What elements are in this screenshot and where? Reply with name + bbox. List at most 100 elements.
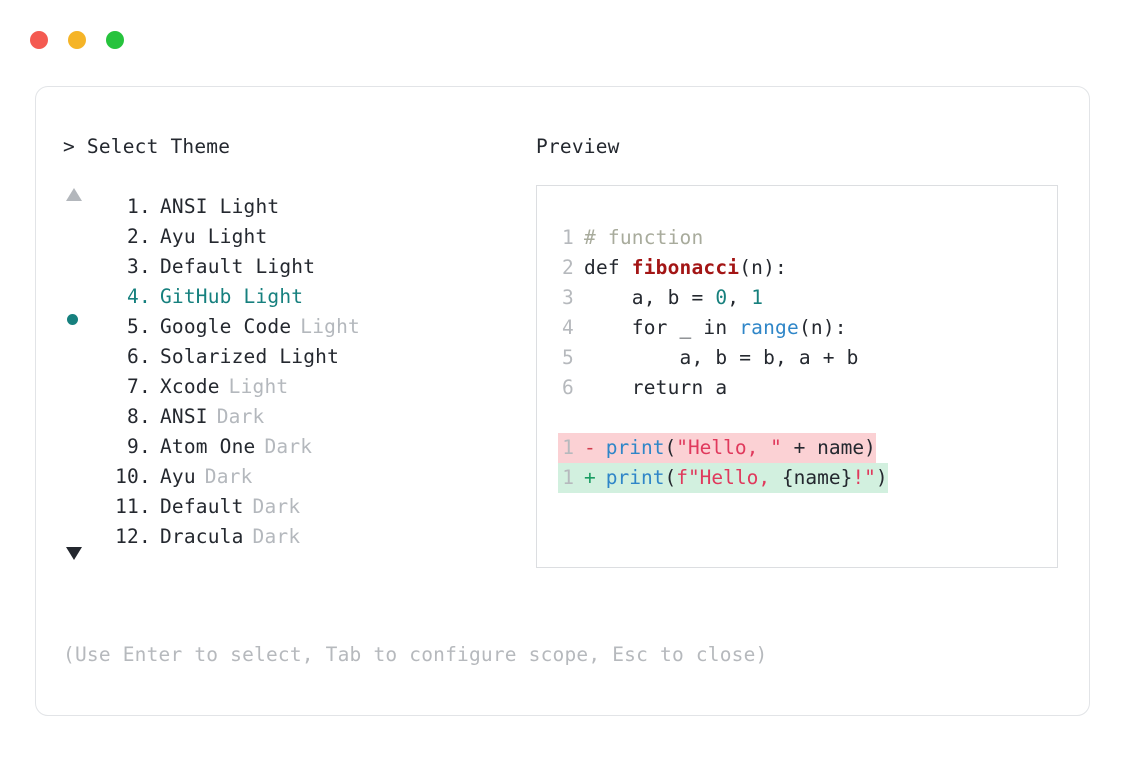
line-number: 5 <box>562 346 574 369</box>
theme-item-dot: . <box>139 495 151 518</box>
theme-item-name: Solarized Light <box>159 345 340 368</box>
maximize-icon[interactable] <box>106 31 124 49</box>
window-traffic-lights <box>30 31 124 49</box>
theme-item-number: 4 <box>127 285 139 308</box>
preview-heading: Preview <box>536 135 620 158</box>
code-token: "Hello, " <box>676 436 782 459</box>
code-token: ( <box>664 436 677 459</box>
code-token: {name} <box>781 466 853 489</box>
selected-dot-icon <box>67 314 78 325</box>
theme-item-dot: . <box>139 225 151 248</box>
code-token: return a <box>584 376 728 399</box>
theme-item-number: 5 <box>127 315 139 338</box>
line-number: 3 <box>562 286 574 309</box>
theme-item-variant: Dark <box>264 435 313 458</box>
theme-item-name: Default Light <box>159 255 316 278</box>
theme-item-number: 3 <box>127 255 139 278</box>
line-number: 1 <box>562 436 574 459</box>
theme-item-dot: . <box>139 435 151 458</box>
code-token: # function <box>584 226 704 249</box>
diff-highlight: 1-print("Hello, " + name) <box>558 433 876 463</box>
diff-sign: - <box>584 436 596 459</box>
code-token: print <box>605 466 665 489</box>
theme-item-dot: . <box>139 405 151 428</box>
code-line: 1# function <box>558 223 888 253</box>
code-token: ( <box>664 466 677 489</box>
diff-sign: + <box>584 466 596 489</box>
theme-list-item[interactable]: 10. Ayu Dark <box>63 462 523 492</box>
code-token: (n): <box>739 256 787 279</box>
code-token: , <box>727 286 752 309</box>
theme-item-number: 12 <box>115 525 139 548</box>
scroll-up-arrow[interactable] <box>63 160 523 201</box>
diff-line-add: 1+print(f"Hello, {name}!") <box>558 463 888 493</box>
theme-selector-column: > Select Theme 1.ANSI Light 2. Ayu Light 3.… <box>63 134 523 582</box>
code-spacer <box>558 403 888 433</box>
theme-item-dot: . <box>139 195 151 218</box>
theme-item-dot: . <box>139 315 151 338</box>
theme-item-name: Ayu Light <box>159 225 268 248</box>
code-token: a, b = <box>584 286 716 309</box>
close-icon[interactable] <box>30 31 48 49</box>
code-line: 3 a, b = 0, 1 <box>558 283 888 313</box>
code-line: 5 a, b = b, a + b <box>558 343 888 373</box>
theme-list-item[interactable]: 12. Dracula Dark <box>63 522 523 552</box>
code-token: print <box>605 436 665 459</box>
theme-item-dot: . <box>139 465 151 488</box>
code-token: !" <box>852 466 876 489</box>
theme-item-number: 6 <box>127 345 139 368</box>
theme-item-name: Atom One <box>159 435 256 458</box>
theme-item-name: GitHub Light <box>159 285 304 308</box>
theme-item-dot: . <box>139 525 151 548</box>
code-token: fibonacci <box>631 256 740 279</box>
theme-item-number: 7 <box>127 375 139 398</box>
theme-item-name: Ayu <box>159 465 196 488</box>
theme-list-item[interactable]: 6. Solarized Light <box>63 342 523 372</box>
theme-item-number: 10 <box>115 465 139 488</box>
triangle-up-icon <box>66 169 82 201</box>
code-token: ) <box>875 466 888 489</box>
theme-item-number: 8 <box>127 405 139 428</box>
theme-item-variant: Light <box>300 315 360 338</box>
code-token: 0 <box>715 286 728 309</box>
diff-highlight: 1+print(f"Hello, {name}!") <box>558 463 888 493</box>
theme-item-dot: . <box>139 255 151 278</box>
keyboard-hint: (Use Enter to select, Tab to configure s… <box>63 643 768 666</box>
code-token: + name) <box>781 436 876 459</box>
diff-line-del: 1-print("Hello, " + name) <box>558 433 888 463</box>
theme-list-item[interactable]: 2. Ayu Light <box>63 222 523 252</box>
code-token: def <box>584 256 632 279</box>
code-line: 6 return a <box>558 373 888 403</box>
theme-list-item[interactable]: 1.ANSI Light <box>63 192 523 222</box>
minimize-icon[interactable] <box>68 31 86 49</box>
theme-item-variant: Dark <box>252 525 301 548</box>
code-token: f"Hello, <box>676 466 782 489</box>
theme-list-item[interactable]: 4.GitHub Light <box>63 282 523 325</box>
triangle-down-icon <box>66 547 82 579</box>
theme-item-variant: Dark <box>252 495 301 518</box>
code-token: for _ in <box>584 316 740 339</box>
code-token: (n): <box>798 316 847 339</box>
theme-list-item[interactable]: 3. Default Light <box>63 252 523 282</box>
theme-item-dot: . <box>139 375 151 398</box>
theme-item-dot: . <box>139 345 151 368</box>
code-token: 1 <box>751 286 764 309</box>
theme-item-number: 2 <box>127 225 139 248</box>
scroll-down-arrow[interactable] <box>63 547 523 582</box>
theme-item-name: Default <box>159 495 244 518</box>
theme-item-variant: Dark <box>204 465 253 488</box>
theme-item-name: Dracula <box>159 525 244 548</box>
theme-item-variant: Light <box>228 375 289 398</box>
theme-item-number: 1 <box>127 195 139 218</box>
select-theme-prompt: > Select Theme <box>63 135 231 158</box>
